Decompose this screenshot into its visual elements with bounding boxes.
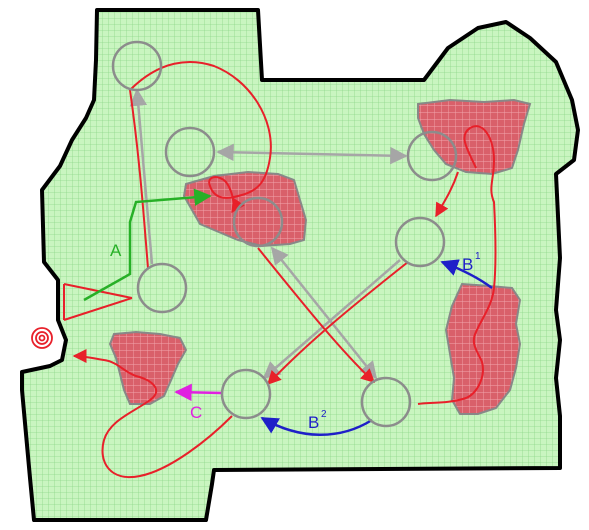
red-path-bottom-left-loop xyxy=(72,349,233,479)
obstacle-center xyxy=(182,170,308,248)
path-a xyxy=(83,188,212,302)
red-path-loop-top-left xyxy=(128,60,272,269)
node-bottom-left-low xyxy=(136,262,188,314)
label-b2: B xyxy=(308,413,319,432)
path-b2 xyxy=(260,416,373,436)
node-center xyxy=(232,196,284,248)
path-c xyxy=(174,383,223,402)
nodes xyxy=(111,40,458,428)
red-path-center-to-bottom-right xyxy=(257,247,376,383)
gray-link-mid-horizontal xyxy=(216,143,408,165)
red-path-top-right-loop xyxy=(417,125,497,405)
red-paths xyxy=(72,60,497,479)
gray-link-center-to-bottom-right xyxy=(270,246,378,380)
label-b1: B xyxy=(462,255,473,274)
concentric-circles-icon xyxy=(31,327,53,349)
gray-link-bottom-to-top-left xyxy=(129,88,154,265)
obstacle-top-right xyxy=(417,98,532,176)
node-mid-left xyxy=(164,126,216,178)
label-b1-sup: 1 xyxy=(475,251,481,262)
node-top-left xyxy=(111,40,163,92)
node-bottom-right xyxy=(360,376,412,428)
node-bottom-left xyxy=(220,368,272,420)
obstacle-right xyxy=(444,282,522,415)
node-right xyxy=(394,216,446,268)
label-c: C xyxy=(190,403,202,422)
obstacle-left xyxy=(108,330,188,405)
node-top-right xyxy=(406,130,458,182)
label-a: A xyxy=(110,241,122,260)
label-b2-sup: 2 xyxy=(321,409,327,420)
gray-links xyxy=(129,88,408,380)
red-path-right-to-bottom-left xyxy=(267,261,409,386)
red-path-to-right-node xyxy=(435,171,459,218)
path-b1 xyxy=(440,259,493,290)
